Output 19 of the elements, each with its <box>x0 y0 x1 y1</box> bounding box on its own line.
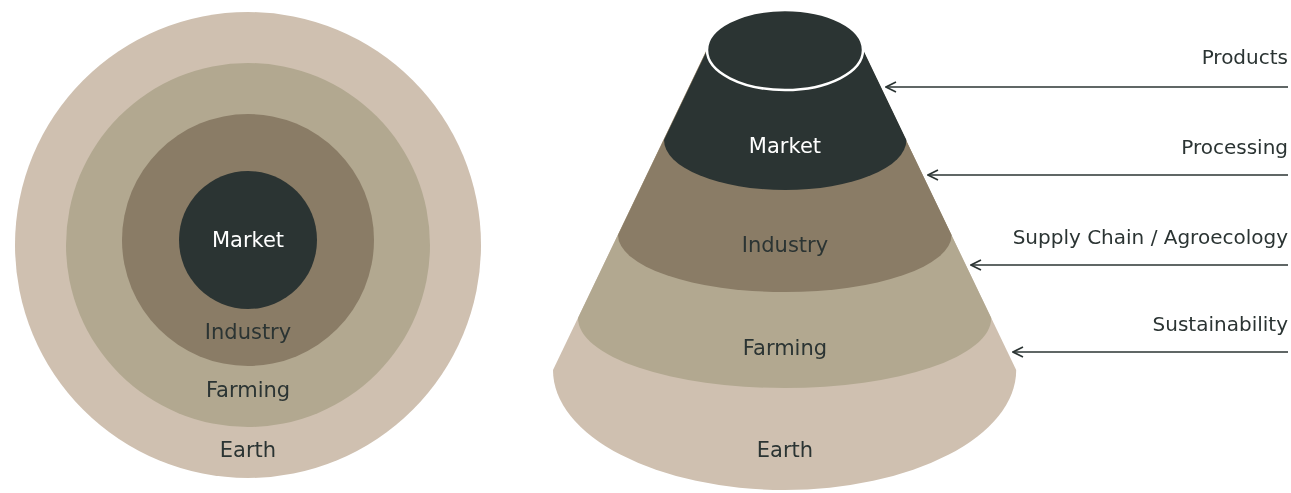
arrow-label: Processing <box>1181 135 1288 175</box>
cone-top-ellipse <box>705 8 865 92</box>
layer-label: Market <box>211 227 285 253</box>
arrow-label: Sustainability <box>1152 312 1288 352</box>
layer-label: Market <box>748 133 822 159</box>
arrow <box>927 169 1289 181</box>
layer-label: Farming <box>205 377 291 403</box>
arrow-label: Supply Chain / Agroecology <box>1012 225 1288 265</box>
arrow <box>1012 346 1289 358</box>
layer-label: Industry <box>204 319 292 345</box>
arrow <box>885 81 1289 93</box>
cone-layer <box>578 50 992 388</box>
arrow <box>970 259 1289 271</box>
layer-label: Earth <box>219 437 277 463</box>
cone-layer <box>618 50 952 292</box>
layer-label: Farming <box>742 335 828 361</box>
layer-label: Earth <box>756 437 814 463</box>
arrow-label: Products <box>1201 45 1288 87</box>
layer-label: Industry <box>741 232 829 258</box>
